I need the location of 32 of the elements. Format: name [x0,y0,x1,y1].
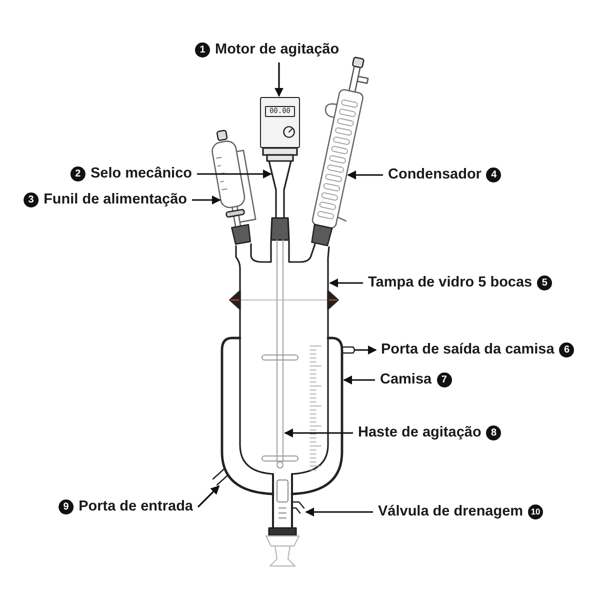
part-label: Camisa [380,372,432,388]
part-label: Funil de alimentação [44,192,187,208]
leader-arrow [197,170,272,178]
leader-arrow [284,428,353,438]
leader-arrow [305,508,373,516]
callout-number: 2 [70,166,86,182]
callout-number: 3 [24,192,39,208]
part-label: Porta de saída da camisa [381,342,554,358]
leader-arrow [274,62,284,97]
callout-number: 4 [486,168,502,182]
callout-number: 10 [528,504,544,520]
part-label: Selo mecânico [90,166,192,182]
stirrer-motor [260,97,300,148]
leader-arrow [197,485,220,508]
part-label: Motor de agitação [215,42,340,58]
part-label: Tampa de vidro 5 bocas [368,274,532,292]
leader-arrow [347,170,383,180]
part-label: Válvula de drenagem [378,504,524,520]
callout-number: 9 [58,500,74,514]
callout-number: 5 [537,276,552,290]
part-label: Haste de agitação [358,424,482,442]
leader-arrow [343,376,375,384]
callout-number: 8 [486,426,502,440]
leader-arrow [329,278,363,288]
mechanical-seal [262,147,298,219]
part-label: Condensador [388,166,482,184]
leader-arrow [355,346,377,354]
callout-number: 6 [559,342,574,358]
callout-number: 7 [436,372,452,388]
part-label: Porta de entrada [78,498,193,516]
callout-number: 1 [195,42,210,58]
leader-arrow [192,196,221,204]
